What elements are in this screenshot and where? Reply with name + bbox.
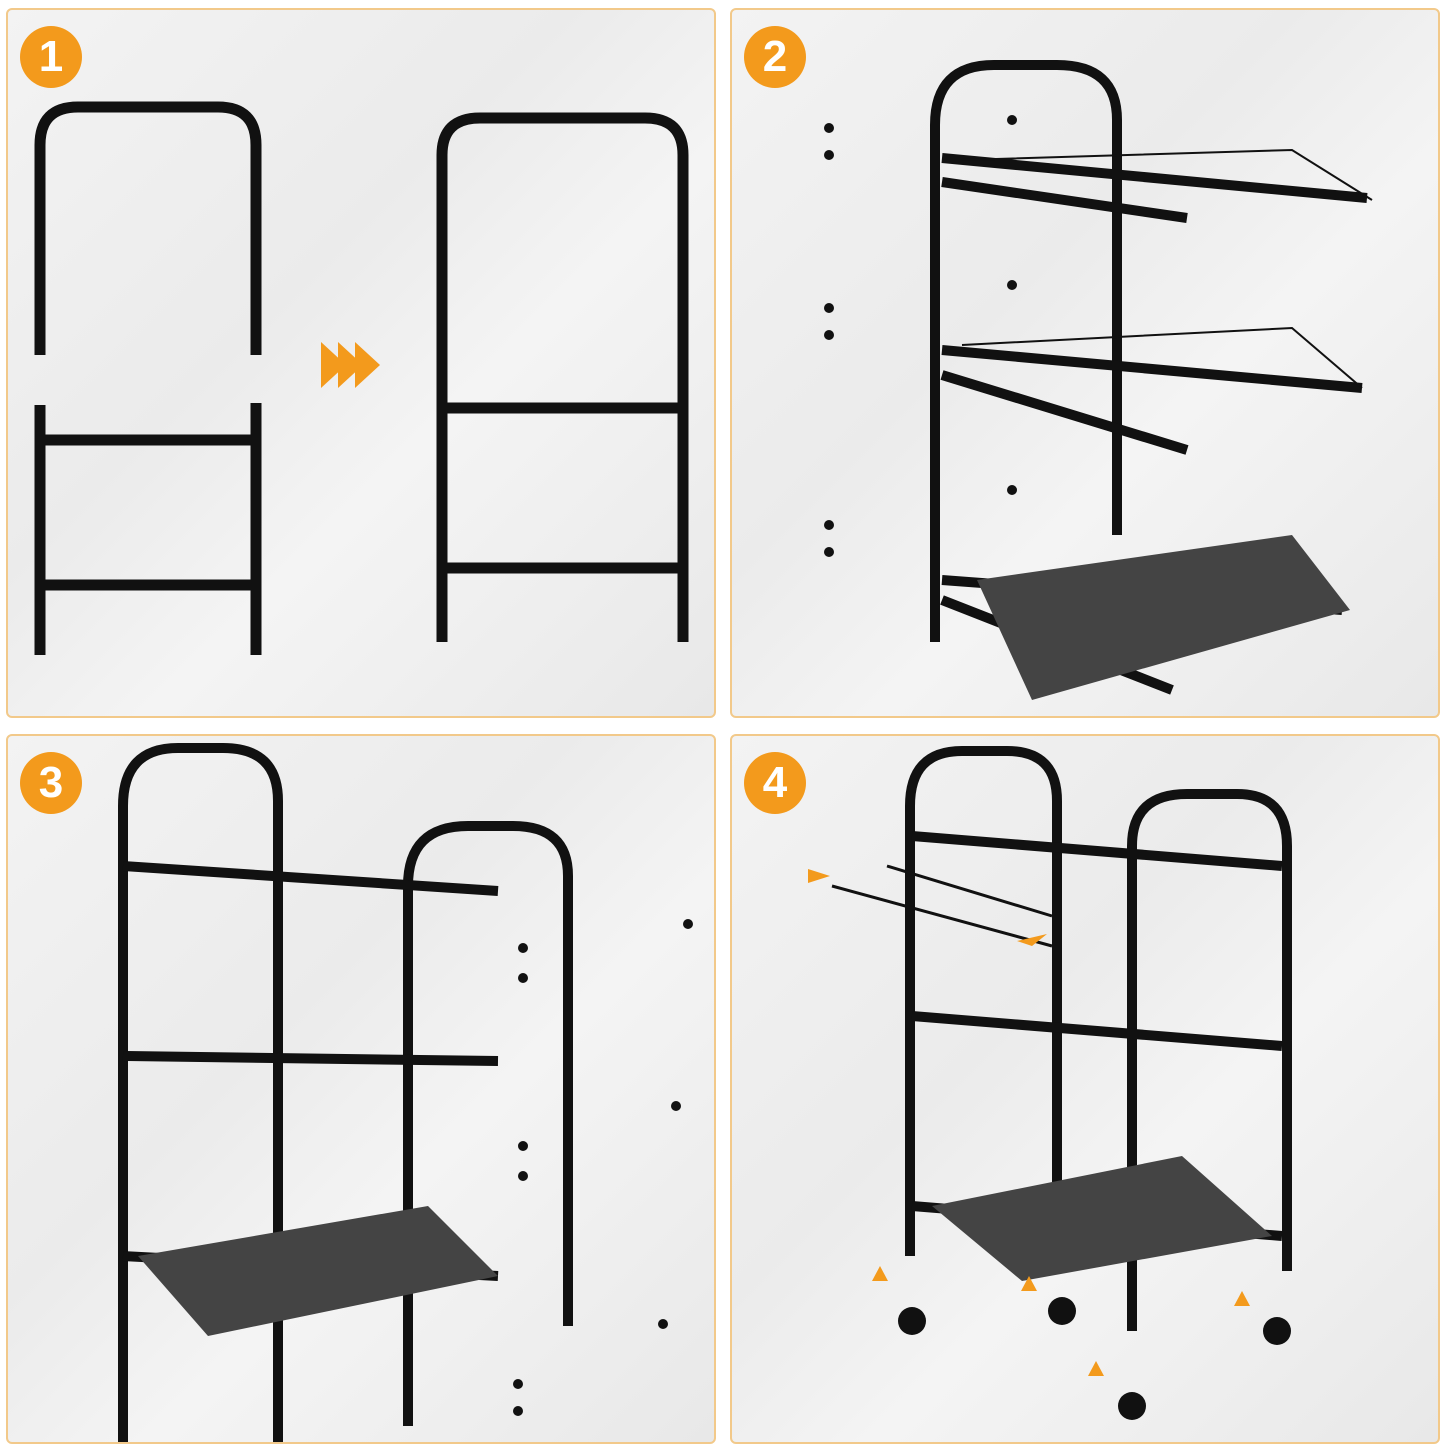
step-3-badge: 3 <box>20 752 82 814</box>
step-4-panel: 4 <box>730 734 1440 1444</box>
step-3-illustration <box>118 743 693 1442</box>
step-2-illustration <box>824 60 1373 700</box>
caster-wheel-icons <box>898 1297 1291 1420</box>
step-4-illustration <box>808 746 1292 1420</box>
step-2-panel: 2 <box>730 8 1440 718</box>
hook-rack <box>831 864 1053 948</box>
step-1-panel: 1 <box>6 8 716 718</box>
step-1-illustration <box>34 101 689 655</box>
step-3-panel: 3 <box>6 734 716 1444</box>
step-1-badge: 1 <box>20 26 82 88</box>
arrow-icon <box>321 342 380 388</box>
step-4-badge: 4 <box>744 752 806 814</box>
screw-icons <box>824 115 1017 557</box>
orange-arrow-icons <box>808 869 1250 1376</box>
step-2-badge: 2 <box>744 26 806 88</box>
screw-icons <box>513 919 693 1416</box>
